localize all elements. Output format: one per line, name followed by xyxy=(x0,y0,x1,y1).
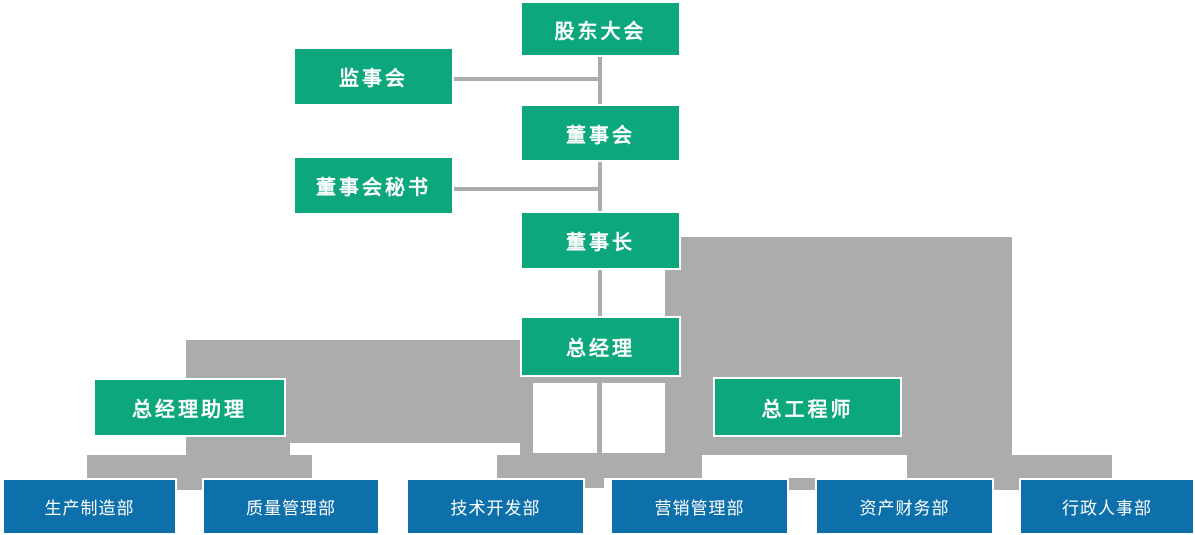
connector-stub-tech-mktg xyxy=(583,478,604,488)
connector-spine-mid xyxy=(598,162,602,214)
org-node-label: 股东大会 xyxy=(554,20,647,43)
org-node-board-secretary: 董事会秘书 xyxy=(293,156,454,215)
cutout-left-of-spine xyxy=(533,383,597,453)
org-node-label: 技术开发部 xyxy=(450,499,541,518)
org-node-label: 董事会秘书 xyxy=(316,177,431,199)
org-node-label: 质量管理部 xyxy=(246,499,336,518)
connector-spine-lower xyxy=(598,269,602,319)
org-node-label: 营销管理部 xyxy=(654,499,745,518)
org-node-finance-dept: 资产财务部 xyxy=(815,478,994,535)
org-node-board-of-directors: 董事会 xyxy=(520,104,681,162)
connector-stub-fin-hr xyxy=(993,478,1021,490)
org-node-supervisory-board: 监事会 xyxy=(293,47,454,106)
org-node-label: 行政人事部 xyxy=(1062,499,1152,518)
org-node-hr-admin-dept: 行政人事部 xyxy=(1019,478,1195,535)
connector-right-block xyxy=(679,237,1012,478)
connector-stub-mktg-fin xyxy=(788,478,817,490)
connector-trunk-left xyxy=(87,455,312,478)
org-node-chairman: 董事长 xyxy=(520,211,681,270)
org-node-label: 总工程师 xyxy=(761,398,854,421)
connector-branch-supervisory xyxy=(453,77,600,81)
connector-branch-secretary xyxy=(453,187,600,191)
org-node-label: 总经理助理 xyxy=(132,399,247,421)
connector-spine-top xyxy=(598,57,602,106)
org-node-shareholders-meeting: 股东大会 xyxy=(520,1,681,57)
org-node-label: 董事长 xyxy=(566,232,635,254)
org-node-production-dept: 生产制造部 xyxy=(2,478,177,535)
org-node-label: 总经理 xyxy=(566,338,635,360)
org-node-tech-dev-dept: 技术开发部 xyxy=(406,478,585,535)
org-node-chief-engineer: 总工程师 xyxy=(713,377,902,437)
org-node-quality-dept: 质量管理部 xyxy=(202,478,380,535)
connector-trunk-center xyxy=(497,455,702,478)
connector-stub-prod-qual xyxy=(176,478,204,490)
org-node-label: 资产财务部 xyxy=(859,499,950,518)
org-node-label: 董事会 xyxy=(566,124,635,147)
org-node-gm-assistant: 总经理助理 xyxy=(93,378,286,437)
connector-left-foot xyxy=(186,443,290,455)
org-node-label: 监事会 xyxy=(339,68,408,90)
org-node-general-manager: 总经理 xyxy=(520,316,681,377)
connector-trunk-right xyxy=(907,455,1112,478)
cutout-right-of-spine xyxy=(602,383,665,453)
org-node-label: 生产制造部 xyxy=(44,499,135,518)
org-node-marketing-dept: 营销管理部 xyxy=(610,478,789,535)
cutout-under-chief-engineer xyxy=(702,455,907,478)
